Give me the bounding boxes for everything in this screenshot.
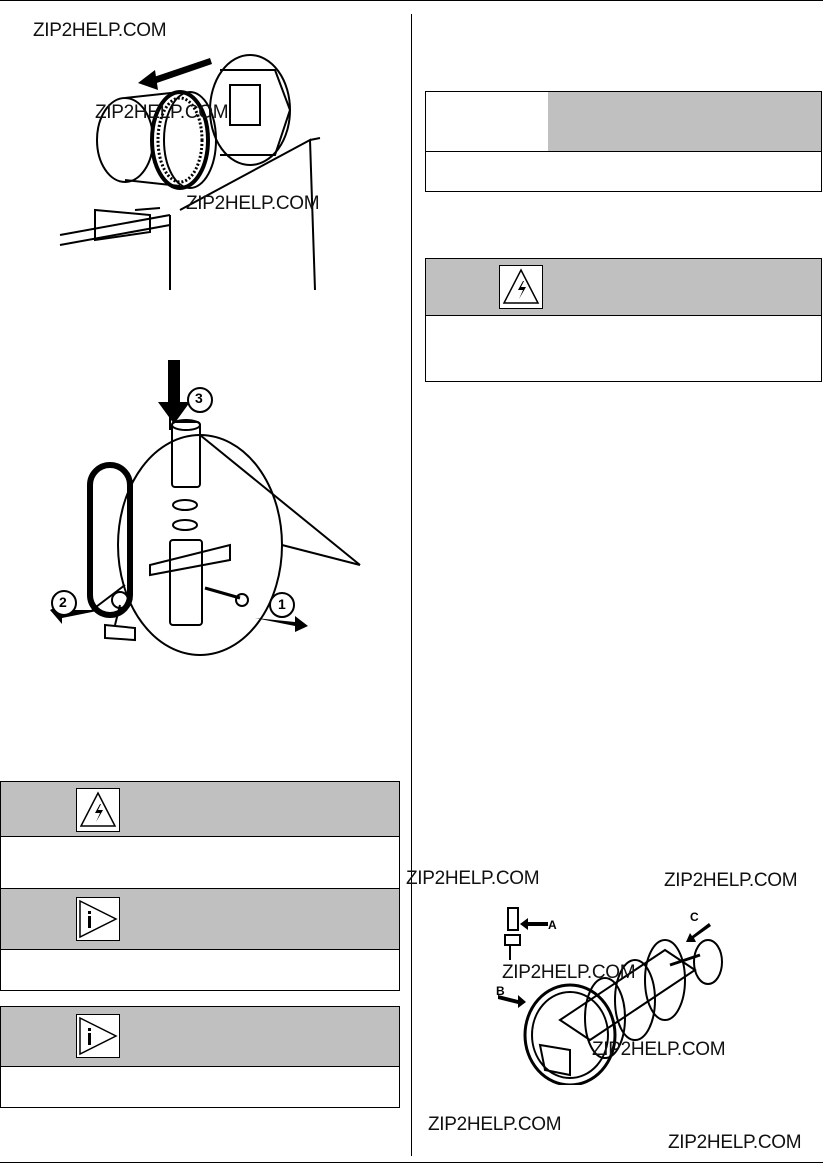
- watermark: ZIP2HELP.COM: [668, 1132, 802, 1153]
- label-b: B: [496, 984, 505, 998]
- info-icon: [76, 1014, 120, 1058]
- callout-2: 2: [59, 594, 67, 610]
- warning-box-left: [0, 781, 400, 889]
- figure-cylinder-removal: [59, 54, 321, 291]
- watermark: ZIP2HELP.COM: [406, 868, 540, 889]
- watermark: ZIP2HELP.COM: [664, 870, 798, 891]
- note-box-left-2: [0, 1006, 400, 1108]
- info-icon: [76, 897, 120, 941]
- figure-filter-assembly: [498, 907, 723, 1085]
- callout-1: 1: [278, 596, 286, 612]
- warning-box-left-header: [1, 782, 399, 837]
- figure-valve-disassembly: [50, 360, 361, 656]
- note-box-left-1: [0, 888, 400, 991]
- warning-box-header: [426, 259, 821, 316]
- watermark: ZIP2HELP.COM: [95, 102, 229, 123]
- electrical-hazard-icon: [76, 788, 120, 832]
- watermark: ZIP2HELP.COM: [592, 1039, 726, 1060]
- electrical-hazard-icon: [499, 265, 543, 309]
- top-rule: [0, 0, 823, 1]
- warning-box-right: [425, 258, 822, 382]
- bottom-rule: [0, 1162, 823, 1163]
- label-c: C: [690, 910, 699, 924]
- watermark: ZIP2HELP.COM: [186, 193, 320, 214]
- note-box-2-header: [1, 1007, 399, 1067]
- info-box-top-right: [425, 91, 822, 192]
- callout-3: 3: [195, 390, 203, 406]
- watermark: ZIP2HELP.COM: [502, 962, 636, 983]
- info-box-header: [548, 92, 821, 152]
- label-a: A: [548, 918, 557, 932]
- column-divider: [411, 14, 412, 1156]
- watermark: ZIP2HELP.COM: [428, 1114, 562, 1135]
- watermark: ZIP2HELP.COM: [33, 20, 167, 41]
- note-box-1-header: [1, 889, 399, 950]
- info-box-divider: [426, 151, 548, 152]
